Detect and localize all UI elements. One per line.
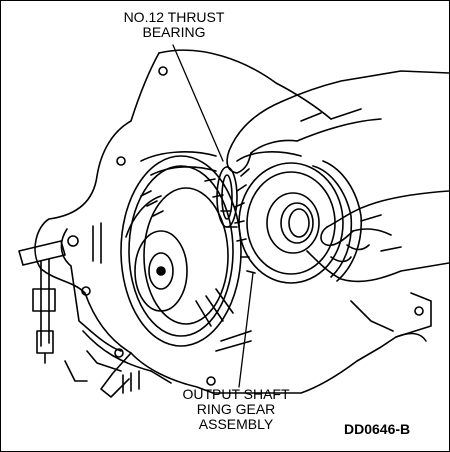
thrust-bearing-callout: NO.12 THRUST BEARING [109,10,239,40]
output-shaft-callout-line: OUTPUT SHAFT [182,386,290,402]
hand-icon [226,70,449,283]
ring-gear-leader [238,272,254,388]
thrust-bearing-callout-line: BEARING [142,24,206,40]
thrust-bearing-leader [172,44,224,162]
thrust-bearing-callout-line: NO.12 THRUST [123,9,225,25]
output-shaft-callout: OUTPUT SHAFT RING GEAR ASSEMBLY [161,387,311,432]
figure-code: DD0646-B [344,421,411,437]
output-shaft-callout-line: ASSEMBLY [198,416,274,432]
gear-clusters-icon [120,151,252,352]
thrust-bearing-icon [216,166,238,228]
transmission-case-icon [18,49,432,398]
output-shaft-callout-line: RING GEAR [196,401,276,417]
